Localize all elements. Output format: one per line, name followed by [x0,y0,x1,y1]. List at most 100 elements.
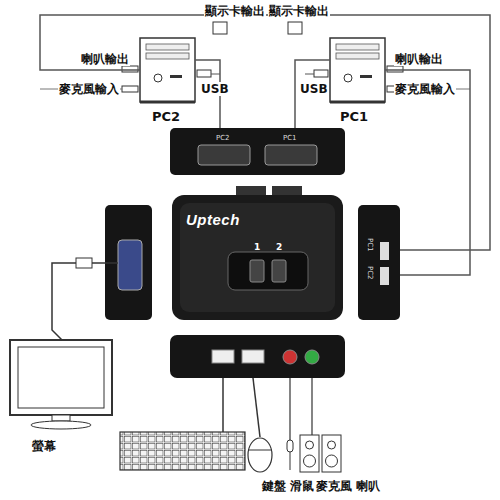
audio-plug [122,86,138,92]
port-label: USB [200,82,230,96]
keyboard [120,432,245,470]
port-label: 顯示卡輸出 [204,4,266,18]
vga-plug [288,22,302,34]
monitor-neck [52,415,70,421]
speaker-cable [311,378,312,435]
node-text: 麥克風 [316,480,352,492]
node-text: 滑鼠 [290,480,314,492]
speaker-cone [304,455,316,467]
speaker-jack [305,350,319,364]
microphone: 麥克風 [284,440,296,472]
port-label: 顯示卡輸出 [268,4,330,18]
monitor-cable [52,263,76,340]
cable-connector [385,70,470,275]
usb-plug [314,70,328,77]
node-text: PC1 [366,238,373,252]
drive-bay [146,53,189,59]
tower-base [330,101,385,104]
right-panel [358,205,400,320]
speaker-cone [326,455,338,467]
mouse [248,438,272,472]
drive-bay [336,44,379,50]
node-text: 鍵盤 [262,480,286,492]
usb-lead [211,74,220,75]
usb-port [242,350,264,363]
vga-port [118,240,142,290]
node-text: Uptech [186,212,240,227]
kvm-top [180,203,335,312]
cable-connector [40,15,490,250]
node-text: PC2 [216,135,230,142]
cable-connector [295,60,330,128]
port-label: 喇叭輸出 [394,52,444,66]
monitor-base [31,421,91,429]
audio-plug [122,66,138,72]
pc-tower [330,38,385,102]
port-label: 麥克風輸入 [394,82,456,96]
kvm-switch: Uptech 1 2 [172,195,343,320]
back-panel: PC2 PC1 [170,128,345,175]
node-text: 螢幕 [32,440,56,452]
port-label: USB [299,82,329,96]
bottom-panel [170,335,345,378]
back-panel [170,128,345,175]
power-button [154,74,162,82]
node-text: PC1 [283,135,297,142]
usb-port [212,350,234,363]
pc-tower: PC2 [140,38,195,102]
tower-body [330,38,385,102]
speaker [300,435,319,472]
node-text: 喇叭 [356,480,380,492]
usb-port [170,75,182,78]
audio-plug [387,66,403,72]
monitor-screen [18,347,104,408]
power-button [344,74,352,82]
monitor-frame [10,340,112,415]
tower-base [140,101,195,104]
drive-bay [336,53,379,59]
mic-jack [283,350,297,364]
mic-cable [289,378,290,440]
vga-lead [92,262,118,264]
speakers: 喇叭 [299,435,342,472]
node-text: PC1 [340,110,368,123]
node-text: PC2 [366,266,373,280]
usb-lead [305,74,314,75]
switch-button [272,260,286,282]
node-text: PC2 [152,110,180,123]
port-label: 麥克風輸入 [58,82,120,96]
vga-plug [76,258,92,268]
mouse-cable [253,378,260,437]
vga-port [265,145,317,165]
microphone [287,440,293,452]
port-label: 喇叭輸出 [80,52,130,66]
speaker-cone [306,441,314,449]
mouse-button-line [248,450,272,451]
speaker [322,435,341,472]
usb-plug [197,70,211,77]
pc-tower [140,38,195,102]
keyboard-cable [222,378,224,432]
usb-port [380,267,389,285]
microphone-stand [290,452,291,470]
speaker-cone [328,441,336,449]
vga-port [198,145,250,165]
tower-body [140,38,195,102]
side-panel: PC1PC2 [358,205,400,320]
keyboard: 鍵盤 [120,432,245,470]
usb-port [360,75,372,78]
usb-port [380,242,389,260]
drive-bay [146,44,189,50]
button-well [228,252,308,290]
kvm-body [172,195,343,320]
mouse: 滑鼠 [248,437,273,473]
pc-tower: PC1 [330,38,385,102]
vga-plug [213,22,227,34]
node-text: 2 [276,243,282,252]
monitor: 螢幕 [10,340,112,430]
node-text: 1 [254,243,260,252]
switch-button [250,260,264,282]
